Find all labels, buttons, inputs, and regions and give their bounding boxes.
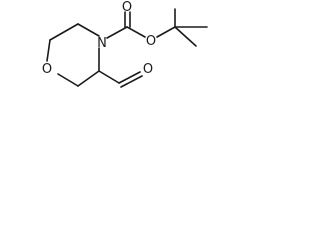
formyl-group [98,70,143,88]
bond-c2-c3 [49,23,79,41]
bond-c5-c6 [77,70,100,87]
bond-tbu-methyl-down [174,26,197,47]
morpholine-ring [46,23,100,87]
ring-oxygen-label: O [42,62,52,77]
bond-ring-aldehyde-carbon [98,70,120,84]
bond-c6-o1 [57,73,79,87]
bond-n-carbonyl-carbon [106,26,128,39]
bond-carbonyl-ester-o [126,26,146,38]
boc-group [106,8,208,47]
bond-ester-o-tbu [156,26,176,38]
bond-aldehyde-double-b [120,75,143,88]
bond-aldehyde-double-a [118,71,141,84]
aldehyde-oxygen-label: O [143,62,153,77]
ester-oxygen-label: O [146,34,156,49]
carbonyl-oxygen-label: O [122,0,132,15]
ring-nitrogen-label: N [97,36,107,51]
bond-o1-c2 [46,39,51,62]
chemical-structure: O N O O O [42,0,208,88]
bond-c3-n4 [77,23,100,37]
